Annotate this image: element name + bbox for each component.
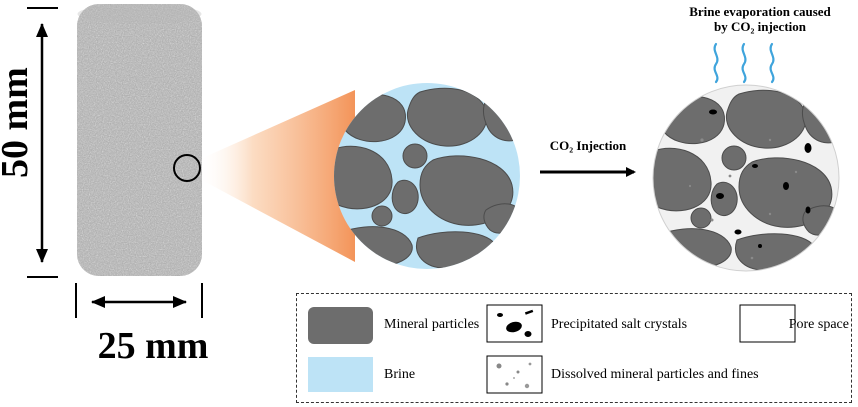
evaporation-vapor-icon [713,42,775,84]
legend-label-mineral: Mineral particles [384,317,480,332]
width-label: 25 mm [97,325,209,367]
height-label: 50 mm [0,67,36,178]
legend-swatch-dissolved [486,355,543,394]
legend-swatches [308,304,796,394]
legend-label-salt: Precipitated salt crystals [551,317,688,332]
pore-view-brine-saturated [334,83,520,269]
evaporation-note: Brine evaporation caused by CO₂ injectio… [660,4,858,34]
legend-swatch-brine [308,357,373,392]
evaporation-note-line1: Brine evaporation caused [689,4,831,19]
injection-label: CO₂ Injection [549,138,627,153]
legend-label-brine: Brine [384,367,416,382]
legend-swatch-mineral [308,307,373,344]
legend-swatch-pore [739,304,796,343]
legend-swatch-salt [486,304,543,343]
core-sample [77,4,202,276]
height-dimension [27,7,58,278]
legend-label-dissolved: Dissolved mineral particles and fines [551,367,759,382]
magnify-cone [198,90,355,262]
pore-view-after-injection [652,84,840,272]
legend-label-pore: Pore space [788,317,849,332]
legend-box [296,293,852,403]
evaporation-note-line2: by CO₂ injection [713,19,806,34]
width-dimension [75,283,203,318]
